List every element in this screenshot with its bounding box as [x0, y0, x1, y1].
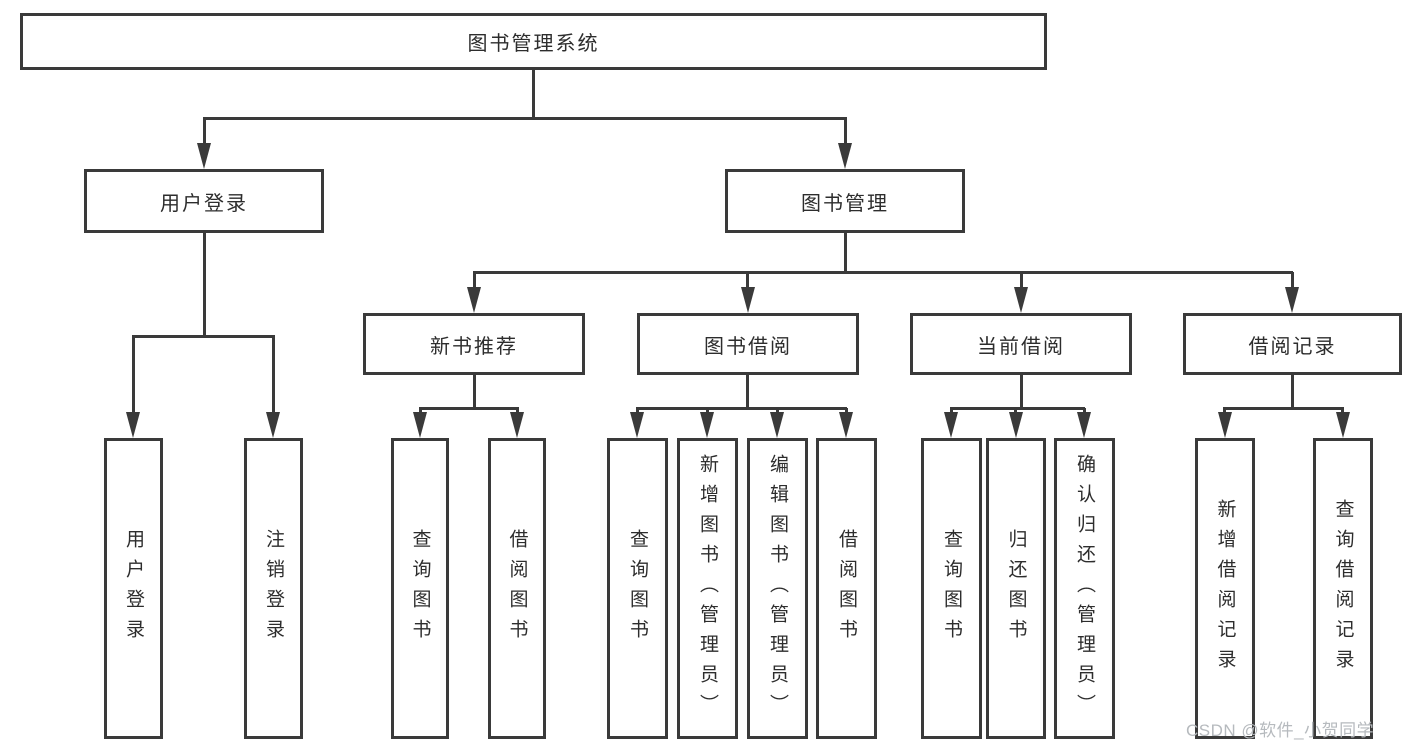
arrowhead-down-icon: [1077, 412, 1091, 438]
arrowhead-down-icon: [700, 412, 714, 438]
leaf-borrow-borrow-books: 借阅图书: [816, 438, 877, 739]
arrowhead-down-icon: [1014, 287, 1028, 313]
connector-line: [746, 272, 749, 288]
connector-line: [1020, 272, 1023, 288]
node-user-login: 用户登录: [84, 169, 324, 233]
connector-line: [203, 233, 206, 337]
arrowhead-down-icon: [126, 412, 140, 438]
arrowhead-down-icon: [1336, 412, 1350, 438]
node-new-book-recommend: 新书推荐: [363, 313, 585, 375]
leaf-borrow-add-books-admin: 新增图书（管理员）: [677, 438, 738, 739]
connector-line: [746, 375, 749, 409]
leaf-records-add-record: 新增借阅记录: [1195, 438, 1255, 739]
connector-line: [1223, 407, 1344, 410]
connector-line: [473, 272, 476, 288]
leaf-user-login: 用户登录: [104, 438, 163, 739]
arrowhead-down-icon: [467, 287, 481, 313]
connector-line: [1291, 272, 1294, 288]
node-current-borrow: 当前借阅: [910, 313, 1132, 375]
arrowhead-down-icon: [1009, 412, 1023, 438]
arrowhead-down-icon: [944, 412, 958, 438]
connector-line: [203, 117, 847, 120]
connector-line: [473, 271, 1293, 274]
connector-line: [636, 407, 847, 410]
arrowhead-down-icon: [838, 143, 852, 169]
connector-line: [844, 118, 847, 146]
connector-line: [532, 69, 535, 119]
leaf-borrow-query-books: 查询图书: [607, 438, 668, 739]
arrowhead-down-icon: [266, 412, 280, 438]
leaf-current-return-books: 归还图书: [986, 438, 1046, 739]
leaf-records-query-record: 查询借阅记录: [1313, 438, 1373, 739]
arrowhead-down-icon: [1285, 287, 1299, 313]
connector-line: [203, 118, 206, 146]
leaf-current-query-books: 查询图书: [921, 438, 982, 739]
arrowhead-down-icon: [630, 412, 644, 438]
leaf-recommend-query-books: 查询图书: [391, 438, 449, 739]
leaf-recommend-borrow-books: 借阅图书: [488, 438, 546, 739]
watermark: CSDN @软件_小贺同学: [1186, 721, 1375, 740]
connector-line: [272, 336, 275, 414]
connector-line: [132, 335, 275, 338]
arrowhead-down-icon: [413, 412, 427, 438]
arrowhead-down-icon: [197, 143, 211, 169]
node-book-borrow: 图书借阅: [637, 313, 859, 375]
connector-line: [1291, 375, 1294, 409]
leaf-borrow-edit-books-admin: 编辑图书（管理员）: [747, 438, 808, 739]
node-root: 图书管理系统: [20, 13, 1047, 70]
node-borrow-records: 借阅记录: [1183, 313, 1402, 375]
connector-line: [419, 407, 519, 410]
arrowhead-down-icon: [839, 412, 853, 438]
arrowhead-down-icon: [510, 412, 524, 438]
connector-line: [950, 407, 1085, 410]
connector-line: [1020, 375, 1023, 409]
leaf-logout: 注销登录: [244, 438, 303, 739]
arrowhead-down-icon: [741, 287, 755, 313]
arrowhead-down-icon: [1218, 412, 1232, 438]
leaf-current-confirm-return-admin: 确认归还（管理员）: [1054, 438, 1115, 739]
connector-line: [132, 336, 135, 414]
connector-line: [844, 233, 847, 273]
arrowhead-down-icon: [770, 412, 784, 438]
node-book-management: 图书管理: [725, 169, 965, 233]
connector-line: [473, 375, 476, 409]
